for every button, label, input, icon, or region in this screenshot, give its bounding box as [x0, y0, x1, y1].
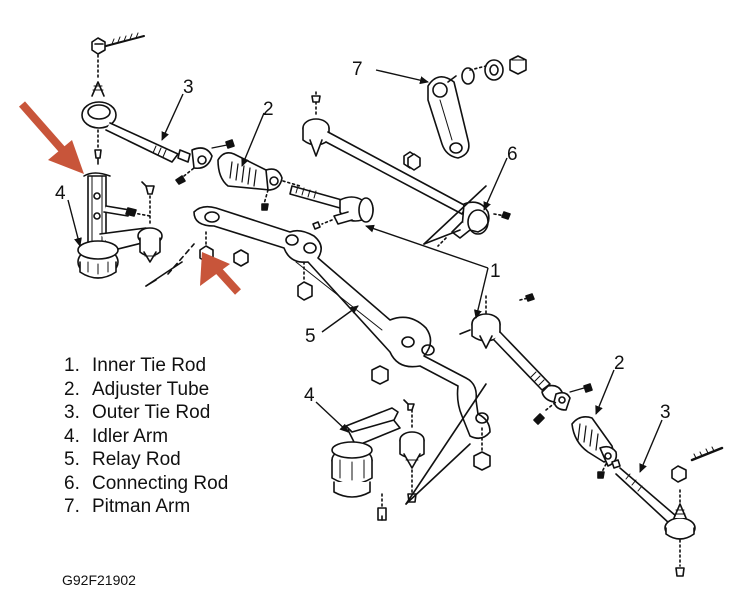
callout-5: 5 [305, 326, 316, 347]
callout-1: 1 [490, 261, 501, 282]
legend-label: Outer Tie Rod [92, 402, 211, 423]
inner-tie-rod-lower [459, 293, 593, 425]
legend-label: Pitman Arm [92, 496, 191, 517]
parts-legend: 1. Inner Tie Rod 2. Adjuster Tube 3. Outer … [64, 354, 228, 519]
relay-nuts [199, 231, 491, 471]
figure-code: G92F21902 [62, 572, 136, 588]
adjuster-tube-upper [175, 139, 301, 211]
highlight-arrow-left [18, 101, 70, 157]
legend-label: Adjuster Tube [92, 378, 210, 400]
outer-tie-rod-lower [611, 446, 724, 577]
outer-tie-rod-upper [81, 32, 191, 165]
legend-number: 1. [64, 355, 80, 376]
highlight-arrows [18, 101, 241, 295]
legend-item: 2. Adjuster Tube [64, 378, 228, 402]
legend-label: Idler Arm [92, 425, 169, 447]
callout-3-lower: 3 [660, 402, 671, 423]
connecting-rod [302, 91, 511, 247]
idler-arm-lower [331, 399, 425, 521]
adjuster-tube-lower [571, 416, 618, 479]
legend-item: 5. Relay Rod [64, 448, 228, 472]
pitman-arm [407, 55, 527, 171]
legend-item: 1. Inner Tie Rod [64, 354, 228, 378]
legend-item: 4. Idler Arm [64, 425, 228, 449]
legend-number: 5. [64, 449, 80, 470]
legend-number: 3. [64, 402, 80, 423]
inner-tie-rod-upper [289, 185, 374, 230]
legend-item: 3. Outer Tie Rod [64, 401, 228, 425]
callout-arrows [67, 69, 663, 473]
callout-4-lower: 4 [304, 385, 315, 406]
callout-6: 6 [507, 144, 518, 165]
legend-number: 7. [64, 496, 80, 517]
callout-3-upper: 3 [183, 77, 194, 98]
leader-line [405, 383, 487, 505]
callout-7: 7 [352, 59, 363, 80]
legend-item: 6. Connecting Rod [64, 472, 228, 496]
callout-2-lower: 2 [614, 353, 625, 374]
highlight-arrow-right-head [200, 252, 230, 286]
relay-rod [193, 205, 491, 440]
leader-line [423, 185, 487, 245]
legend-item: 7. Pitman Arm [64, 495, 228, 519]
callout-2-upper: 2 [263, 99, 274, 120]
legend-number: 4. [64, 425, 80, 447]
highlight-arrow-right [215, 267, 241, 295]
highlight-arrow-left-head [48, 140, 84, 174]
legend-number: 2. [64, 378, 80, 400]
legend-number: 6. [64, 472, 80, 494]
idler-arm-upper [77, 172, 163, 279]
legend-label: Inner Tie Rod [92, 355, 207, 376]
legend-label: Relay Rod [92, 449, 181, 470]
callout-4-upper: 4 [55, 183, 66, 204]
legend-label: Connecting Rod [92, 472, 229, 494]
